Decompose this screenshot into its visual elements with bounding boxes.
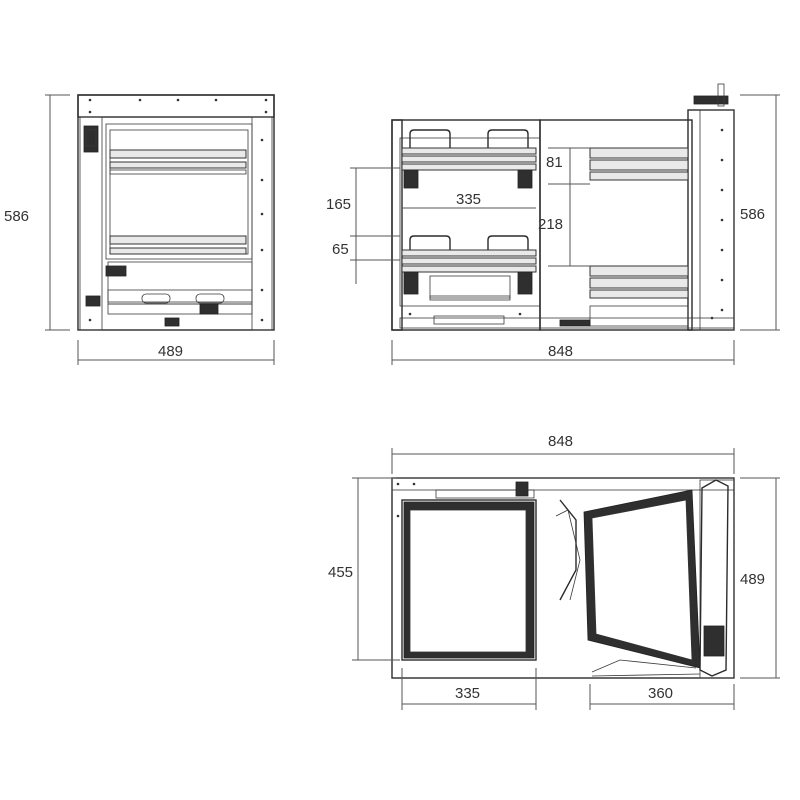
side-basket-depth-label: 65: [332, 241, 349, 258]
side-width-label: 848: [548, 343, 573, 360]
side-middle-gap-label: 218: [538, 216, 563, 233]
side-inner-width-label: 335: [456, 191, 481, 208]
front-view: 586 489: [4, 94, 275, 365]
plan-right-basket-label: 360: [648, 685, 673, 702]
front-height-label: 586: [4, 208, 29, 225]
front-width-label: 489: [158, 343, 183, 360]
side-top-gap-label: 81: [546, 154, 563, 171]
plan-view: 848 455 489 335 360: [328, 433, 780, 710]
side-spacing-label: 165: [326, 196, 351, 213]
plan-width-label: 848: [548, 433, 573, 450]
plan-depth-left-label: 455: [328, 564, 353, 581]
side-view: 165 65 335 81 218 586 848: [326, 83, 780, 365]
plan-left-basket-label: 335: [455, 685, 480, 702]
side-height-label: 586: [740, 206, 765, 223]
plan-depth-right-label: 489: [740, 571, 765, 588]
